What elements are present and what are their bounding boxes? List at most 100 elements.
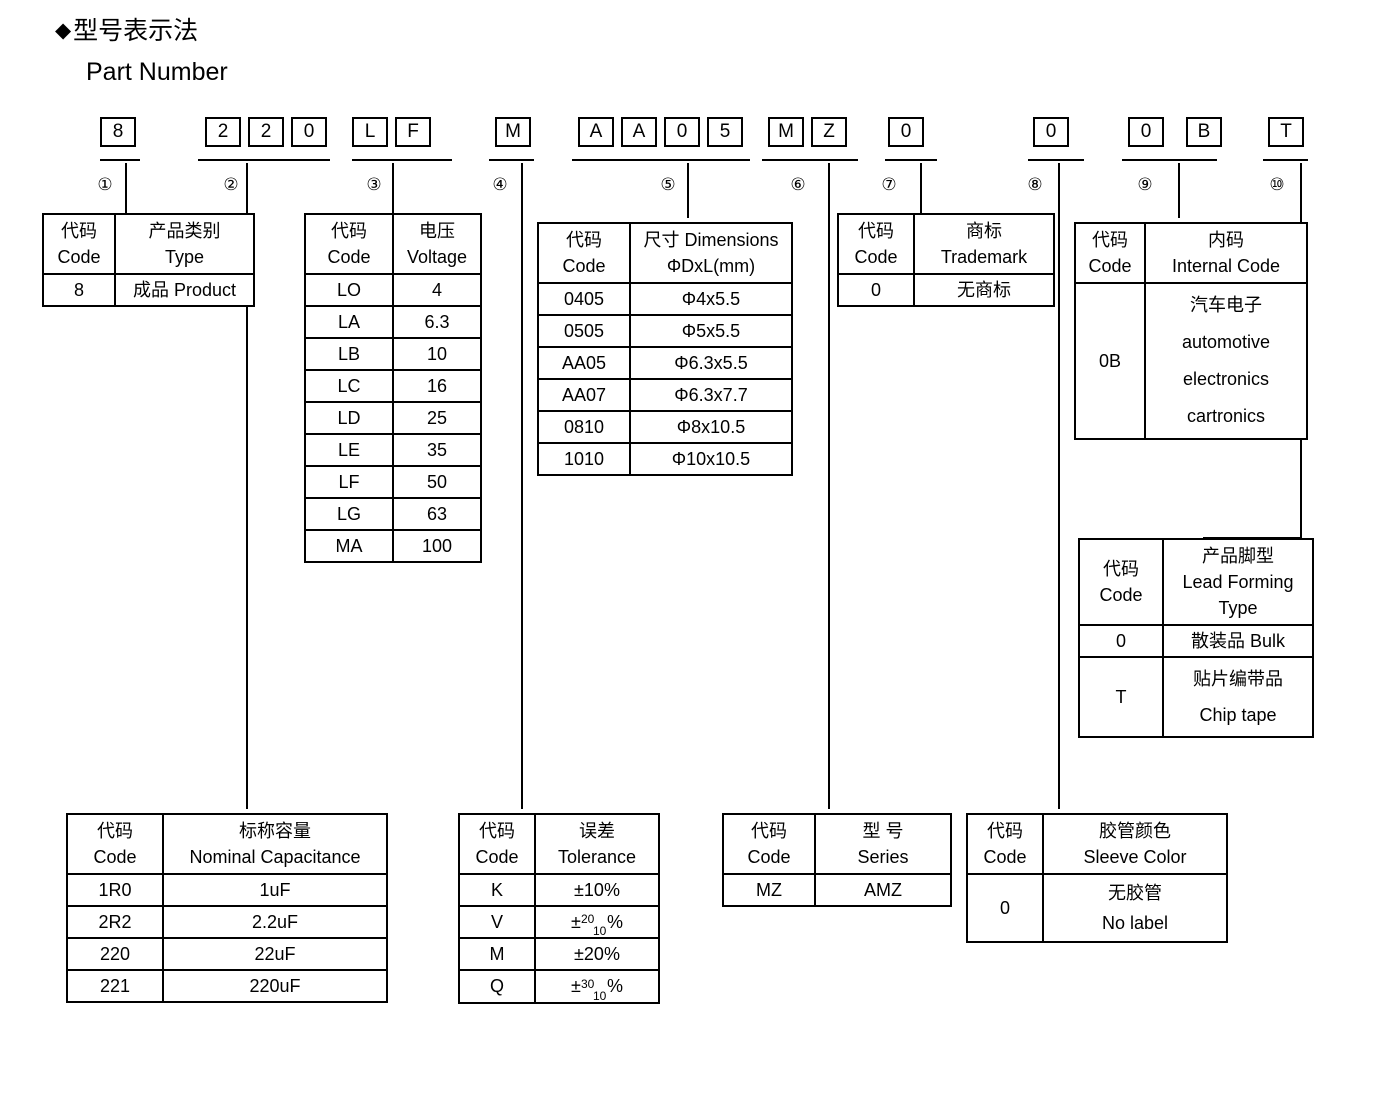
tolerance-header: 误差 Tolerance bbox=[534, 813, 660, 875]
row-code: 1R0 bbox=[66, 873, 164, 907]
group-index: ⑧ bbox=[1027, 175, 1043, 194]
row-value: 6.3 bbox=[392, 305, 482, 339]
series-table: 代码 Code 型 号 Series MZ AMZ bbox=[722, 813, 952, 907]
table-header-row: 代码 Code 误差 Tolerance bbox=[458, 813, 660, 875]
group-bracket bbox=[100, 159, 140, 161]
table-row: K ±10% bbox=[458, 873, 660, 907]
part-code-char: 8 bbox=[100, 117, 136, 147]
row-code: LE bbox=[304, 433, 394, 467]
code-header: 代码 Code bbox=[1078, 538, 1164, 626]
group-bracket bbox=[1028, 159, 1084, 161]
row-value: 无胶管 No label bbox=[1042, 873, 1228, 943]
group-index: ⑨ bbox=[1137, 175, 1153, 194]
code-header: 代码 Code bbox=[1074, 222, 1146, 284]
row-value: 成品 Product bbox=[114, 273, 255, 307]
group-index: ⑥ bbox=[790, 175, 806, 194]
part-code-char: 0 bbox=[291, 117, 327, 147]
page-title-cn: 型号表示法 bbox=[73, 17, 199, 45]
part-code-char: L bbox=[352, 117, 388, 147]
part-code-char: M bbox=[768, 117, 804, 147]
connector-line-4 bbox=[521, 163, 523, 809]
row-code: 0 bbox=[966, 873, 1044, 943]
sleeve-color-header: 胶管颜色 Sleeve Color bbox=[1042, 813, 1228, 875]
part-code-char: 0 bbox=[888, 117, 924, 147]
group-bracket bbox=[352, 159, 452, 161]
code-header: 代码 Code bbox=[537, 222, 631, 284]
part-code-char: 2 bbox=[205, 117, 241, 147]
part-code-char: A bbox=[578, 117, 614, 147]
group-index: ⑦ bbox=[881, 175, 897, 194]
row-value: 1uF bbox=[162, 873, 388, 907]
table-header-row: 代码 Code 产品脚型 Lead Forming Type bbox=[1078, 538, 1314, 626]
table-row: 0B 汽车电子 automotive electronics cartronic… bbox=[1074, 282, 1308, 440]
row-code: 8 bbox=[42, 273, 116, 307]
part-code-char: 5 bbox=[707, 117, 743, 147]
group-index: ② bbox=[223, 175, 239, 194]
row-value: 16 bbox=[392, 369, 482, 403]
row-code: MA bbox=[304, 529, 394, 563]
row-code: 0810 bbox=[537, 410, 631, 444]
row-code: LF bbox=[304, 465, 394, 499]
connector-line-9 bbox=[1178, 163, 1180, 218]
trademark-table: 代码 Code 商标 Trademark 0 无商标 bbox=[837, 213, 1055, 307]
row-value: Φ4x5.5 bbox=[629, 282, 793, 316]
code-header: 代码 Code bbox=[458, 813, 536, 875]
connector-line-3 bbox=[392, 163, 394, 213]
row-value: 35 bbox=[392, 433, 482, 467]
type-header: 产品类别 Type bbox=[114, 213, 255, 275]
row-code: 220 bbox=[66, 937, 164, 971]
row-value: ±20% bbox=[534, 937, 660, 972]
part-code-char: F bbox=[395, 117, 431, 147]
table-header-row: 代码 Code 电压 Voltage bbox=[304, 213, 482, 275]
row-code: 0B bbox=[1074, 282, 1146, 440]
code-header: 代码 Code bbox=[966, 813, 1044, 875]
sleeve-color-table: 代码 Code 胶管颜色 Sleeve Color 0 无胶管 No label bbox=[966, 813, 1228, 943]
group-index: ④ bbox=[492, 175, 508, 194]
row-value: Φ6.3x7.7 bbox=[629, 378, 793, 412]
row-value: 4 bbox=[392, 273, 482, 307]
table-row: T 贴片编带品 Chip tape bbox=[1078, 656, 1314, 738]
row-code: 0405 bbox=[537, 282, 631, 316]
page-subtitle-en: Part Number bbox=[86, 58, 228, 86]
row-value: 25 bbox=[392, 401, 482, 435]
connector-line-7 bbox=[920, 163, 922, 213]
row-value: 散装品 Bulk bbox=[1162, 624, 1314, 658]
code-header: 代码 Code bbox=[66, 813, 164, 875]
row-code: 2R2 bbox=[66, 905, 164, 939]
part-code-char: 2 bbox=[248, 117, 284, 147]
row-value: 100 bbox=[392, 529, 482, 563]
row-value: ±10% bbox=[534, 873, 660, 907]
row-code: K bbox=[458, 873, 536, 907]
part-code-char: T bbox=[1268, 117, 1304, 147]
row-value: Φ8x10.5 bbox=[629, 410, 793, 444]
voltage-header: 电压 Voltage bbox=[392, 213, 482, 275]
row-code: MZ bbox=[722, 873, 816, 907]
row-code: LD bbox=[304, 401, 394, 435]
row-value: 10 bbox=[392, 337, 482, 371]
group-bracket bbox=[762, 159, 858, 161]
connector-line-2 bbox=[246, 163, 248, 809]
row-code: 0 bbox=[1078, 624, 1164, 658]
group-bracket bbox=[1263, 159, 1308, 161]
type-table: 代码 Code 产品类别 Type 8 成品 Product bbox=[42, 213, 255, 307]
table-header-row: 代码 Code 产品类别 Type bbox=[42, 213, 255, 275]
row-value: Φ10x10.5 bbox=[629, 442, 793, 476]
row-code: LB bbox=[304, 337, 394, 371]
table-header-row: 代码 Code 商标 Trademark bbox=[837, 213, 1055, 275]
table-row: 0 无胶管 No label bbox=[966, 873, 1228, 943]
part-code-char: 0 bbox=[664, 117, 700, 147]
